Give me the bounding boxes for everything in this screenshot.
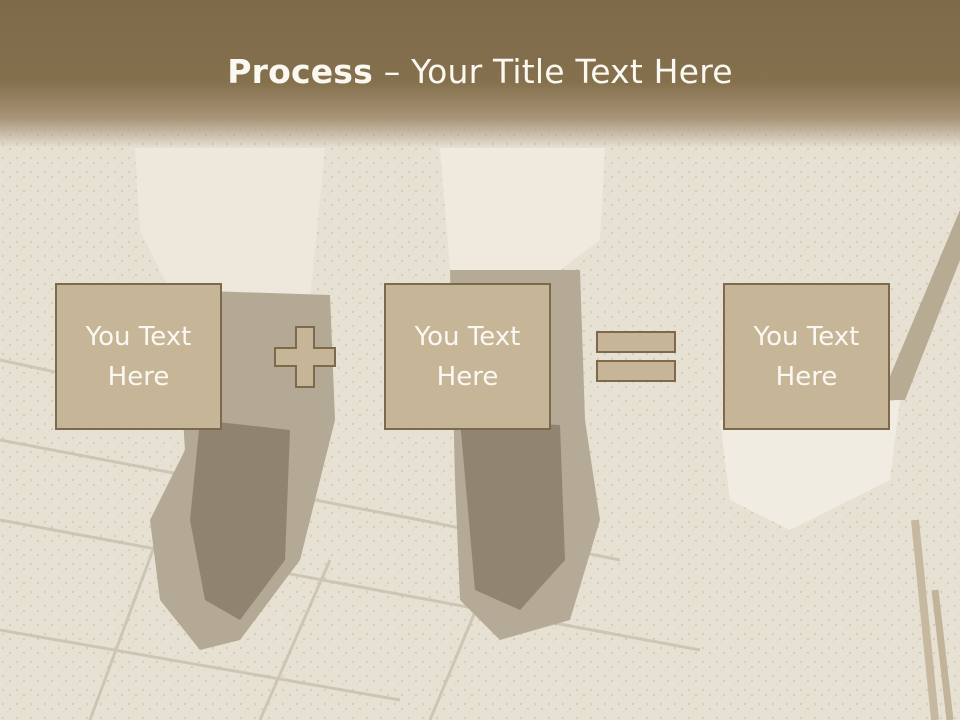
equals-icon [596, 331, 676, 382]
text-box-3-label: You Text Here [753, 321, 860, 392]
text-box-2-label: You Text Here [414, 321, 521, 392]
slide-title: Process – Your Title Text Here [0, 52, 960, 91]
text-box-2[interactable]: You Text Here [384, 283, 551, 430]
text-box-1[interactable]: You Text Here [55, 283, 222, 430]
text-box-1-label: You Text Here [85, 321, 192, 392]
plus-icon [274, 326, 336, 388]
title-bold: Process [227, 52, 373, 91]
title-separator: – [373, 52, 412, 91]
title-band [0, 0, 960, 148]
text-box-3[interactable]: You Text Here [723, 283, 890, 430]
title-rest: Your Title Text Here [411, 52, 733, 91]
